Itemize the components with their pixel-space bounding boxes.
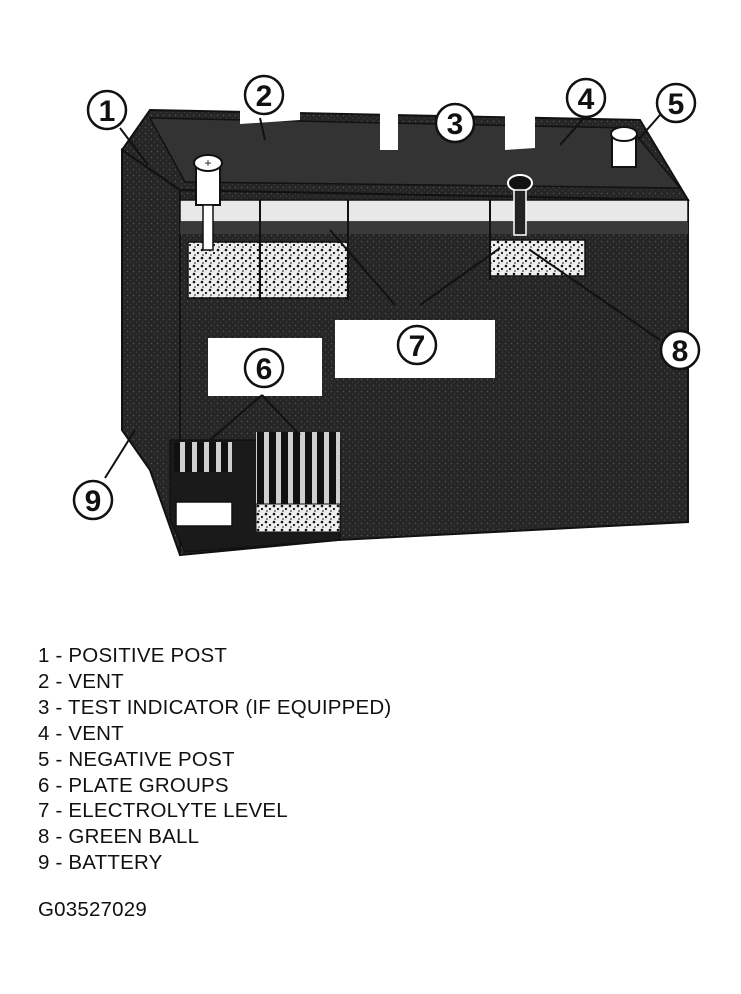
callout-5: 5 <box>655 82 697 124</box>
plate-groups <box>169 432 341 553</box>
leader-lines <box>104 114 661 479</box>
legend-item: 2 - VENT <box>38 669 124 693</box>
svg-text:9: 9 <box>85 485 102 518</box>
callout-7: 7 <box>396 324 438 366</box>
legend-item: 1 - POSITIVE POST <box>38 644 228 667</box>
figure-code: G03527029 <box>38 898 147 921</box>
callout-3: 3 <box>434 102 476 144</box>
svg-text:6: 6 <box>256 353 273 386</box>
svg-text:8: 8 <box>672 335 689 368</box>
callout-1: 1 <box>86 89 128 131</box>
legend-item: 3 - TEST INDICATOR (IF EQUIPPED) <box>38 695 392 719</box>
svg-text:2: 2 <box>256 80 273 113</box>
legend-item: 9 - BATTERY <box>38 851 163 875</box>
svg-text:+: + <box>204 156 211 170</box>
callout-2: 2 <box>243 74 285 116</box>
svg-text:4: 4 <box>578 83 595 116</box>
legend-item: 4 - VENT <box>38 721 124 745</box>
legend-list: 1 - POSITIVE POST 2 - VENT 3 - TEST INDI… <box>38 643 391 876</box>
callout-8: 8 <box>659 329 701 371</box>
positive-post: + <box>193 154 223 251</box>
callout-4: 4 <box>565 77 607 119</box>
svg-text:1: 1 <box>99 95 116 128</box>
legend-item: 8 - GREEN BALL <box>38 825 200 849</box>
svg-text:5: 5 <box>668 88 685 121</box>
legend-item: 5 - NEGATIVE POST <box>38 747 235 771</box>
svg-text:7: 7 <box>409 330 426 363</box>
callout-6: 6 <box>243 347 285 389</box>
callout-9: 9 <box>72 479 114 521</box>
svg-text:3: 3 <box>447 108 464 141</box>
test-indicator <box>507 174 533 236</box>
battery-cutaway-diagram: + 1 2 3 <box>72 74 701 557</box>
legend-item: 6 - PLATE GROUPS <box>38 773 229 797</box>
legend-item: 7 - ELECTROLYTE LEVEL <box>38 799 288 823</box>
negative-post <box>610 126 638 168</box>
